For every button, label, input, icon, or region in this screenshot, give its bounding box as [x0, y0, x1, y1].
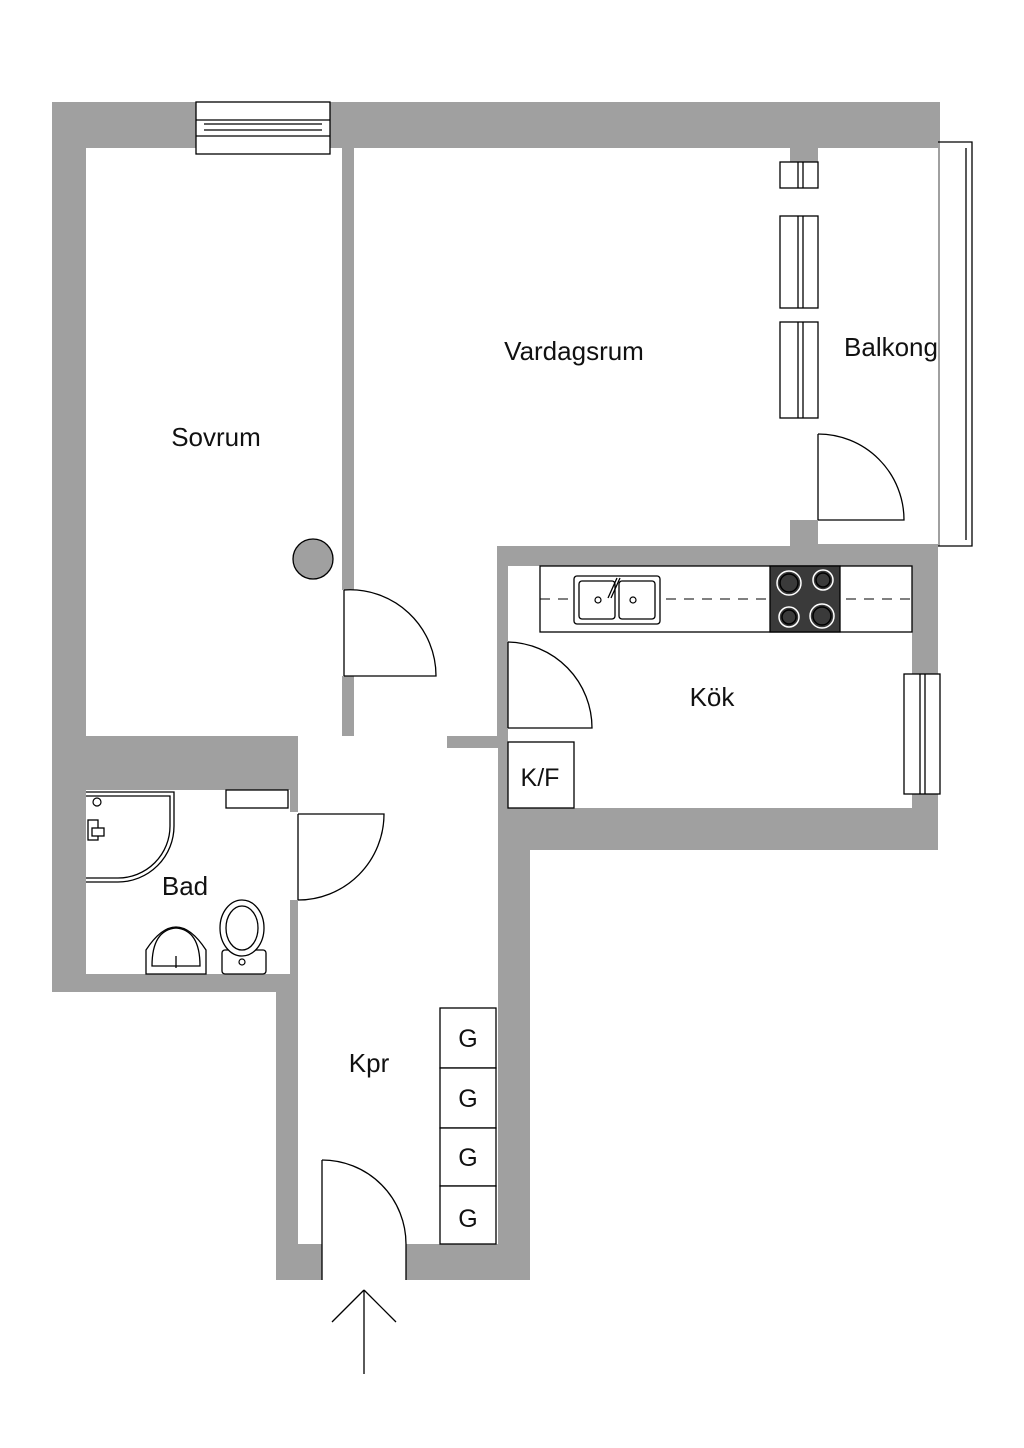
room-label-vardagsrum: Vardagsrum — [504, 336, 644, 366]
bathroom-fixtures — [86, 789, 289, 975]
sink-icon — [573, 575, 661, 625]
wardrobe-label: G — [458, 1144, 477, 1172]
entrance-arrow-icon — [331, 1289, 397, 1374]
windows — [195, 101, 941, 795]
room-label-kok: Kök — [690, 682, 736, 712]
room-label-balkong: Balkong — [844, 332, 938, 362]
stove-icon — [769, 565, 841, 633]
doors — [297, 433, 905, 1280]
wardrobe-label: G — [458, 1085, 477, 1113]
shower-icon — [86, 791, 175, 883]
wardrobes — [439, 1007, 497, 1245]
wardrobe-label: G — [458, 1025, 477, 1053]
column-icon — [292, 538, 334, 580]
room-label-sovrum: Sovrum — [171, 422, 261, 452]
washbasin-icon — [145, 926, 207, 975]
toilet-icon — [219, 899, 267, 975]
room-label-kpr: Kpr — [349, 1048, 390, 1078]
balcony-rail — [938, 141, 973, 547]
room-label-bad: Bad — [162, 871, 208, 901]
wardrobe-label: G — [458, 1205, 477, 1233]
fridge-freezer-label: K/F — [521, 764, 560, 792]
fridge-freezer — [507, 741, 575, 809]
kitchen-counter — [539, 565, 913, 633]
